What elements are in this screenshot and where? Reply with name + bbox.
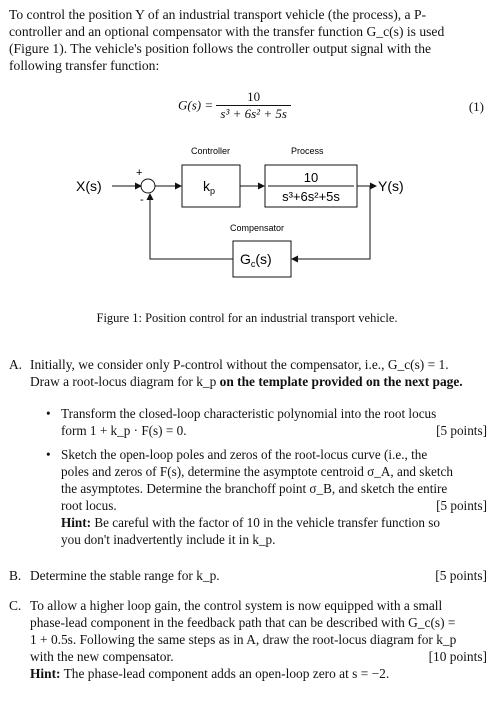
compensator-label: Gc(s) <box>240 251 272 269</box>
part-a-text: Initially, we consider only P-control wi… <box>30 356 487 390</box>
minus-sign: - <box>140 194 144 206</box>
part-b-label: B. <box>9 568 22 583</box>
bullet-1-points: [5 points] <box>436 423 487 438</box>
equation-denominator: s³ + 6s² + 5s <box>220 106 287 121</box>
intro-line-4: following transfer function: <box>9 58 160 73</box>
bullet-2-hint-line-1: Hint: Be careful with the factor of 10 i… <box>61 514 487 531</box>
controller-title: Controller <box>191 146 230 156</box>
bullet-2-line-2: poles and zeros of F(s), determine the a… <box>61 464 453 479</box>
bullet-2-dot: • <box>46 447 51 462</box>
bullet-1-line-1: Transform the closed-loop characteristic… <box>61 406 437 421</box>
intro-paragraph: To control the position Y of an industri… <box>9 6 487 74</box>
bullet-2-points: [5 points] <box>436 498 487 513</box>
transfer-function-equation: G(s) = 10 s³ + 6s² + 5s <box>178 89 291 122</box>
plus-sign: + <box>136 167 142 179</box>
process-denominator: s³+6s²+5s <box>282 189 340 204</box>
part-c-hint-text: The phase-lead component adds an open-lo… <box>60 666 390 681</box>
part-c-line-4-text: with the new compensator. <box>30 649 174 664</box>
part-a-line-2-bold: on the template provided on the next pag… <box>219 374 463 389</box>
process-title: Process <box>291 146 324 156</box>
part-c-label: C. <box>9 598 22 613</box>
bullet-2-hint-label: Hint: <box>61 515 92 530</box>
compensator-title: Compensator <box>230 223 284 233</box>
part-c-hint: Hint: The phase-lead component adds an o… <box>30 665 487 682</box>
equation-fraction: 10 s³ + 6s² + 5s <box>216 89 291 122</box>
bullet-1-dot: • <box>46 406 51 421</box>
bullet-2-line-3: the asymptotes. Determine the branchoff … <box>61 481 448 496</box>
part-c-text: To allow a higher loop gain, the control… <box>30 597 487 682</box>
part-a-line-2: Draw a root-locus diagram for k_p on the… <box>30 373 487 390</box>
equation-number: (1) <box>468 99 484 114</box>
bullet-2-line-4: root locus. [5 points] <box>61 497 487 514</box>
bullet-1-line-2: form 1 + k_p · F(s) = 0. [5 points] <box>61 422 487 439</box>
part-c-points: [10 points] <box>428 649 487 664</box>
bullet-2-line-4-text: root locus. <box>61 498 117 513</box>
part-b: B. Determine the stable range for k_p. [5… <box>9 567 487 585</box>
equation-lhs: G(s) = <box>178 97 214 113</box>
figure-caption: Figure 1: Position control for an indust… <box>96 311 398 325</box>
part-b-text: Determine the stable range for k_p. [5 po… <box>30 567 487 584</box>
controller-block <box>181 164 241 208</box>
part-c-line-2: phase-lead component in the feedback pat… <box>30 615 456 630</box>
part-a-line-1: Initially, we consider only P-control wi… <box>30 357 449 372</box>
bullet-2-hint-text: Be careful with the factor of 10 in the … <box>91 515 441 530</box>
feedback-line <box>291 186 371 263</box>
process-numerator: 10 <box>304 170 318 185</box>
compensator-block <box>232 240 292 278</box>
part-c-line-3: 1 + 0.5s. Following the same steps as in… <box>30 632 457 647</box>
part-b-points: [5 points] <box>435 568 487 583</box>
intro-line-3: (Figure 1). The vehicle's position follo… <box>9 41 432 56</box>
feedback-return-line <box>146 193 233 260</box>
bullet-1: • Transform the closed-loop characterist… <box>46 405 487 441</box>
output-label: Y(s) <box>378 178 404 194</box>
part-b-question: Determine the stable range for k_p. <box>30 568 220 583</box>
intro-line-2: controller and an optional compensator w… <box>9 24 445 39</box>
part-c-line-1: To allow a higher loop gain, the control… <box>30 598 443 613</box>
part-a-line-2-plain: Draw a root-locus diagram for k_p <box>30 374 220 389</box>
part-a-label: A. <box>9 357 23 372</box>
bullet-2: • Sketch the open-loop poles and zeros o… <box>46 446 487 556</box>
bullet-2-text: Sketch the open-loop poles and zeros of … <box>61 446 487 548</box>
summing-junction <box>140 178 156 194</box>
bullet-1-line-2-text: form 1 + k_p · F(s) = 0. <box>61 423 187 438</box>
part-c: C. To allow a higher loop gain, the cont… <box>9 597 487 701</box>
block-diagram: X(s) + - Controller kp Process 10 s³+6s²… <box>76 146 404 278</box>
bullet-2-line-1: Sketch the open-loop poles and zeros of … <box>61 447 428 462</box>
intro-line-1: To control the position Y of an industri… <box>9 7 427 22</box>
part-a: A. Initially, we consider only P-control… <box>9 356 487 396</box>
bullet-1-text: Transform the closed-loop characteristic… <box>61 405 487 439</box>
bullet-2-hint-line-2: you don't inadvertently include it in k_… <box>61 532 276 547</box>
equation-numerator: 10 <box>216 89 291 106</box>
part-c-hint-label: Hint: <box>30 666 61 681</box>
part-c-line-4: with the new compensator. [10 points] <box>30 648 487 665</box>
input-label: X(s) <box>76 178 102 194</box>
